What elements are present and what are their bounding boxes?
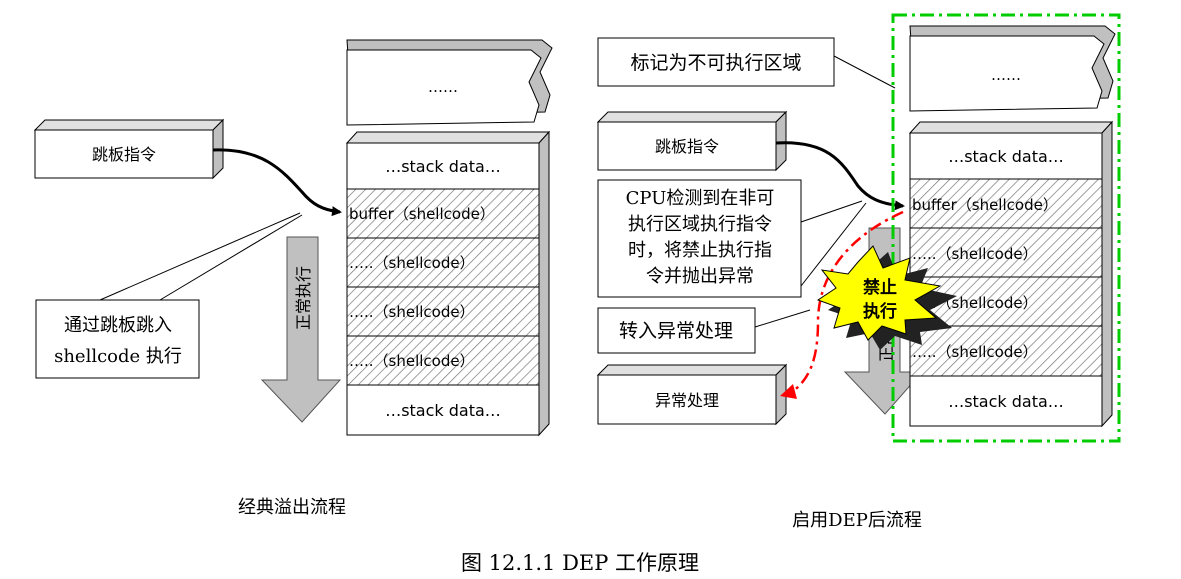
right-jump-arrow — [775, 141, 905, 211]
cpu-note-pointer-a — [800, 200, 863, 223]
right-springboard-label: 跳板指令 — [655, 137, 719, 156]
left-stack-row-3: …..（shellcode） — [349, 352, 475, 370]
prohibit-burst: 禁止 执行 — [816, 245, 957, 350]
right-stack-buffer-label: buffer（shellcode） — [912, 196, 1058, 214]
left-stack-row-1: …..（shellcode） — [349, 254, 475, 272]
mark-note-box: 标记为不可执行区域 — [597, 37, 835, 87]
mark-note-pointer — [833, 55, 896, 89]
left-stack: …stack data… buffer（shellcode） …..（shell… — [345, 130, 551, 437]
mark-note-label: 标记为不可执行区域 — [630, 52, 801, 74]
right-top-box: …… — [909, 25, 1116, 112]
left-callout-box: 通过跳板跳入 shellcode 执行 — [35, 299, 200, 379]
dep-region-border — [891, 13, 1121, 443]
cpu-note-line1: CPU检测到在非可 — [626, 188, 775, 209]
left-flow-arrow: 正常执行 — [260, 236, 342, 423]
cpu-note-line4: 令并抛出异常 — [646, 266, 754, 287]
left-callout-pointer-b — [159, 214, 303, 301]
handler-box: 异常处理 — [596, 363, 788, 426]
left-callout-pointer-a — [99, 212, 301, 301]
right-stack-row-3: …..（shellcode） — [912, 343, 1038, 361]
cpu-note-line2: 执行区域执行指令 — [628, 214, 772, 235]
turn-note-pointer — [754, 309, 811, 328]
exception-arrowhead — [780, 384, 797, 399]
handler-label: 异常处理 — [655, 391, 719, 410]
left-callout-line2: shellcode 执行 — [54, 346, 182, 367]
right-stack-bottom — [909, 375, 1103, 427]
left-flow-label: 正常执行 — [294, 266, 313, 330]
cpu-note-line3: 时，将禁止执行指 — [628, 240, 772, 261]
left-stack-bottom — [346, 384, 540, 436]
burst-line1: 禁止 — [863, 277, 897, 298]
left-jump-arrow — [212, 148, 342, 217]
burst-line2: 执行 — [863, 301, 897, 322]
turn-note-label: 转入异常处理 — [619, 320, 733, 342]
right-stack-row-1: …..（shellcode） — [912, 245, 1038, 263]
left-caption: 经典溢出流程 — [238, 497, 346, 518]
right-stack-top-label: …stack data… — [948, 147, 1064, 166]
left-panel: …… 跳板指令 通过跳板跳入 shellcode 执行 正常执行 — [33, 39, 553, 518]
left-stack-top-label: …stack data… — [385, 157, 501, 176]
right-caption: 启用DEP后流程 — [792, 510, 922, 531]
left-top-box: …… — [346, 39, 553, 126]
left-springboard-box: 跳板指令 — [33, 118, 225, 180]
right-panel: …… 标记为不可执行区域 跳板指令 CPU检测到在非可 执行区域执行指令 时，将… — [596, 13, 1121, 531]
left-stack-buffer-label: buffer（shellcode） — [349, 205, 495, 223]
right-stack-bottom-label: …stack data… — [948, 392, 1064, 411]
left-stack-top — [346, 142, 540, 190]
left-callout-line1: 通过跳板跳入 — [64, 315, 172, 336]
cpu-note-box: CPU检测到在非可 执行区域执行指令 时，将禁止执行指 令并抛出异常 — [597, 179, 802, 298]
left-springboard-label: 跳板指令 — [92, 145, 156, 164]
left-stack-bottom-label: …stack data… — [385, 401, 501, 420]
right-stack: …stack data… buffer（shellcode） …..（shell… — [908, 120, 1114, 428]
right-springboard-box: 跳板指令 — [596, 110, 788, 172]
right-stack-top — [909, 132, 1103, 180]
turn-note-box: 转入异常处理 — [597, 307, 756, 354]
left-stack-row-2: …..（shellcode） — [349, 303, 475, 321]
figure-caption: 图 12.1.1 DEP 工作原理 — [461, 551, 699, 575]
exception-path — [791, 210, 904, 393]
right-top-box-label: …… — [991, 66, 1021, 84]
left-top-box-label: …… — [428, 78, 458, 96]
cpu-note-pointer-b — [800, 202, 867, 287]
